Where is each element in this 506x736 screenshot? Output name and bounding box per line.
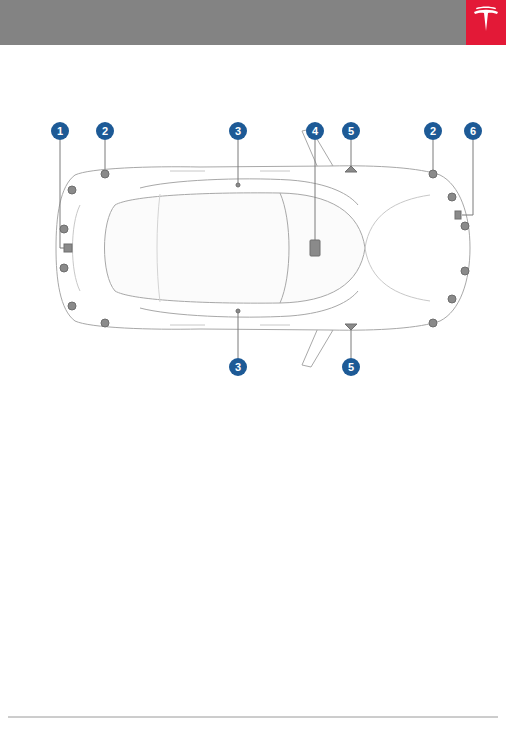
callout-number: 5 bbox=[342, 358, 360, 376]
callout-number: 2 bbox=[424, 122, 442, 140]
car-body bbox=[56, 129, 470, 367]
callout-number: 4 bbox=[306, 122, 324, 140]
header-bar bbox=[0, 0, 466, 45]
callout-circle bbox=[229, 122, 247, 140]
callout-circle bbox=[342, 122, 360, 140]
callout-circle bbox=[342, 358, 360, 376]
footer-rule bbox=[8, 717, 498, 718]
callout-number: 2 bbox=[96, 122, 114, 140]
callout-number: 5 bbox=[342, 122, 360, 140]
callout-circle bbox=[306, 122, 324, 140]
callout-circle bbox=[96, 122, 114, 140]
brand-logo bbox=[474, 7, 498, 32]
leader-lines bbox=[60, 140, 473, 358]
callout-number: 3 bbox=[229, 358, 247, 376]
sensors bbox=[60, 166, 469, 330]
callout-markers bbox=[51, 122, 482, 376]
callout-number: 1 bbox=[51, 122, 69, 140]
callout-circle bbox=[464, 122, 482, 140]
brand-box bbox=[466, 0, 506, 45]
callout-circle bbox=[51, 122, 69, 140]
callout-circle bbox=[424, 122, 442, 140]
callout-number: 3 bbox=[229, 122, 247, 140]
callout-number: 6 bbox=[464, 122, 482, 140]
callout-circle bbox=[229, 358, 247, 376]
